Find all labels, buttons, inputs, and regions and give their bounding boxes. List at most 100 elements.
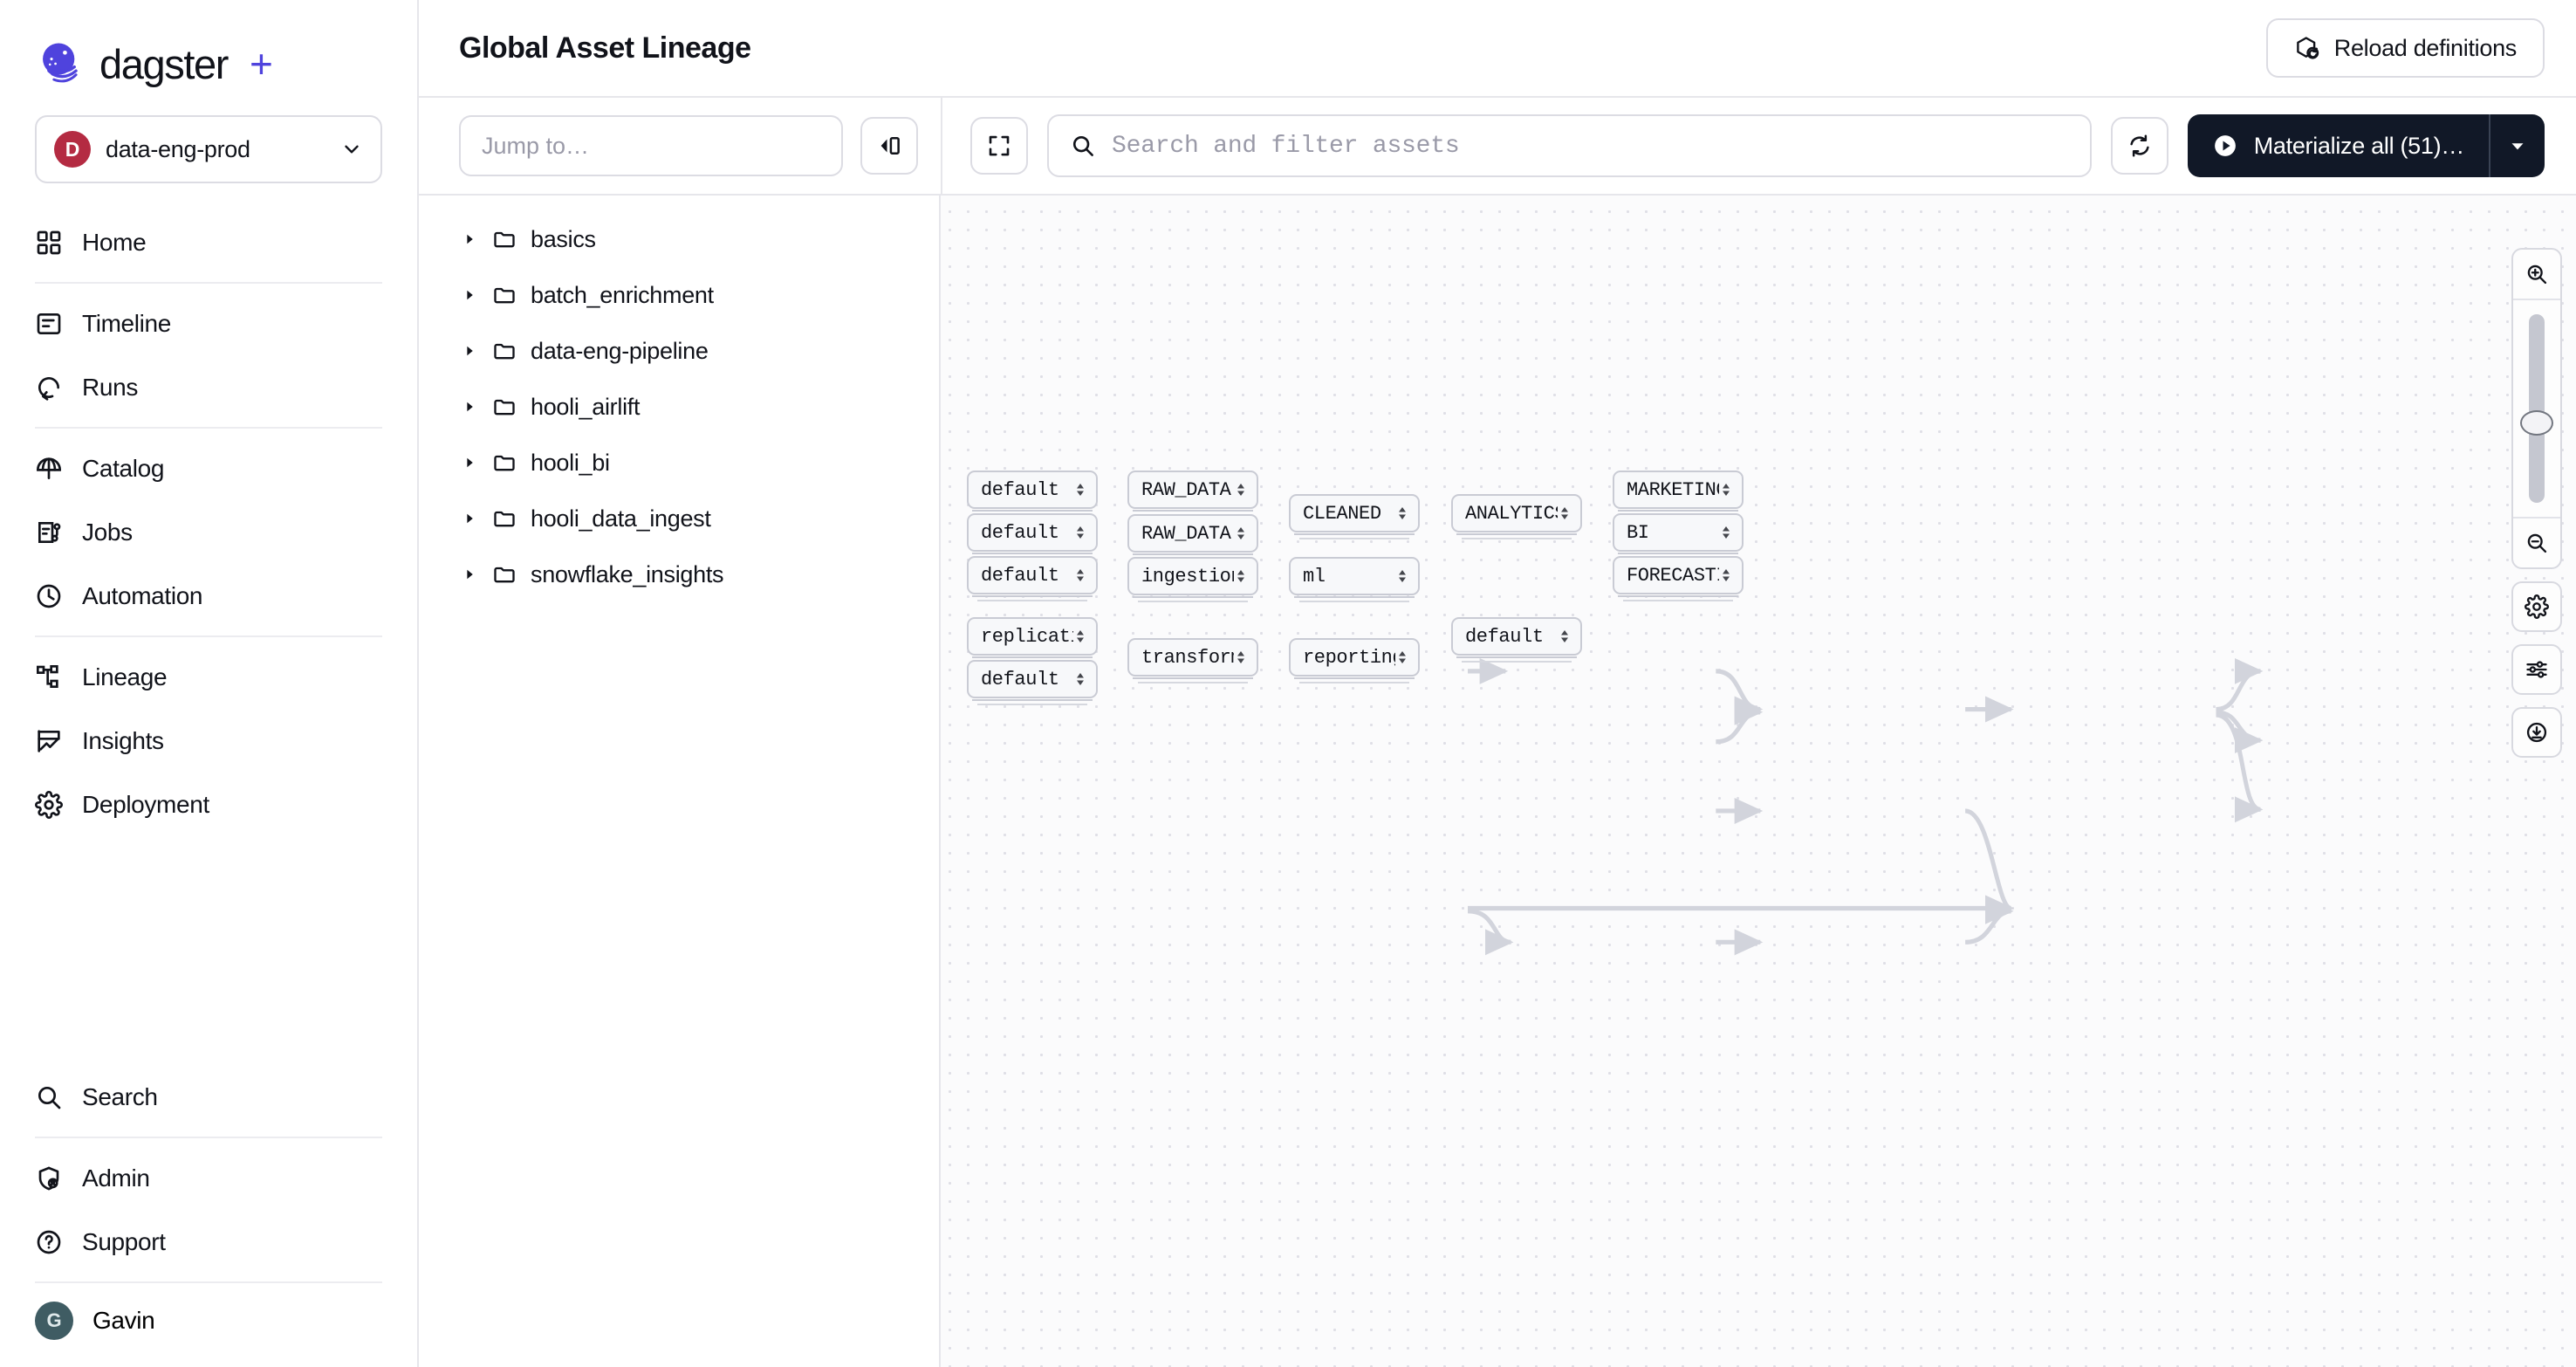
sidebar-item-timeline[interactable]: Timeline [0, 292, 417, 355]
graph-node-n5[interactable]: MARKETING [1613, 471, 1744, 509]
node-stack-shadow [1294, 596, 1415, 602]
graph-node-n7[interactable]: RAW_DATA [1127, 514, 1258, 553]
sidebar-item-runs[interactable]: Runs [0, 355, 417, 419]
play-icon [2214, 135, 2236, 156]
reload-definitions-button[interactable]: Reload definitions [2265, 18, 2545, 78]
chevron-right-icon[interactable] [461, 454, 478, 471]
sidebar-item-home[interactable]: Home [0, 210, 417, 274]
tree-item-batch-enrichment[interactable]: batch_enrichment [419, 267, 939, 323]
graph-node-n12[interactable]: FORECASTING [1613, 556, 1744, 594]
graph-node-n1[interactable]: default [967, 471, 1098, 509]
chevron-right-icon[interactable] [461, 566, 478, 583]
sidebar-item-admin[interactable]: Admin [0, 1146, 417, 1210]
fit-to-screen-button[interactable] [970, 117, 1028, 175]
node-label: MARKETING [1627, 478, 1719, 501]
tree-item-hooli-airlift[interactable]: hooli_airlift [419, 379, 939, 435]
sidebar-item-deployment[interactable]: Deployment [0, 773, 417, 836]
sidebar-item-catalog[interactable]: Catalog [0, 436, 417, 500]
graph-node-n15[interactable]: reporting [1289, 638, 1420, 677]
reload-cube-icon [2296, 37, 2319, 59]
chevron-right-icon[interactable] [461, 398, 478, 416]
node-label: default [981, 478, 1059, 501]
tree-item-hooli-bi[interactable]: hooli_bi [419, 435, 939, 491]
sidebar-item-jobs[interactable]: Jobs [0, 500, 417, 564]
zoom-out-button[interactable] [2513, 519, 2560, 567]
tree-item-hooli-data-ingest[interactable]: hooli_data_ingest [419, 491, 939, 546]
chevron-updown-icon[interactable] [1558, 626, 1572, 647]
graph-node-n14[interactable]: transformation [1127, 638, 1258, 677]
chevron-updown-icon[interactable] [1719, 522, 1733, 543]
chevron-updown-icon[interactable] [1073, 565, 1087, 586]
user-menu[interactable]: G Gavin [0, 1283, 417, 1358]
deployment-selector[interactable]: D data-eng-prod [35, 115, 382, 183]
sidebar-item-lineage[interactable]: Lineage [0, 645, 417, 709]
brand-logo-area[interactable]: dagster + [0, 0, 417, 115]
graph-node-n16[interactable]: default [1451, 617, 1582, 656]
graph-node-n10[interactable]: ingestion [1127, 557, 1258, 595]
graph-download-button[interactable] [2511, 707, 2562, 758]
chevron-updown-icon[interactable] [1073, 522, 1087, 543]
asset-graph-canvas[interactable]: basics batch_enrichment [419, 196, 2576, 1367]
folder-icon [492, 450, 517, 475]
node-stack-shadow [1133, 510, 1253, 516]
chevron-updown-icon[interactable] [1234, 647, 1248, 668]
tree-item-snowflake-insights[interactable]: snowflake_insights [419, 546, 939, 602]
tree-item-basics[interactable]: basics [419, 211, 939, 267]
graph-settings-button[interactable] [2511, 581, 2562, 632]
zoom-slider-thumb[interactable] [2520, 410, 2553, 436]
graph-node-n2[interactable]: RAW_DATA [1127, 471, 1258, 509]
graph-node-n4[interactable]: ANALYTICS [1451, 494, 1582, 532]
chevron-updown-icon[interactable] [1558, 503, 1572, 524]
node-label: default [1465, 625, 1544, 648]
nav-group-definitions: Catalog Jobs [0, 429, 417, 635]
chevron-updown-icon[interactable] [1073, 479, 1087, 500]
node-label: BI [1627, 521, 1649, 544]
chevron-updown-icon[interactable] [1234, 566, 1248, 587]
sidebar-item-support[interactable]: Support [0, 1210, 417, 1274]
chevron-updown-icon[interactable] [1395, 566, 1409, 587]
node-stack-shadow [1133, 553, 1253, 560]
sidebar-item-search[interactable]: Search [0, 1065, 417, 1129]
graph-node-n8[interactable]: BI [1613, 513, 1744, 552]
download-icon [2526, 722, 2547, 743]
graph-node-n11[interactable]: ml [1289, 557, 1420, 595]
question-circle-icon [35, 1228, 63, 1256]
asset-search-field[interactable] [1047, 114, 2092, 177]
clock-icon [35, 582, 63, 610]
materialize-dropdown-button[interactable] [2490, 114, 2545, 177]
nav-group-search: Search [0, 1057, 417, 1137]
chevron-updown-icon[interactable] [1719, 479, 1733, 500]
graph-node-n6[interactable]: default [967, 513, 1098, 552]
chevron-updown-icon[interactable] [1395, 647, 1409, 668]
graph-filters-button[interactable] [2511, 644, 2562, 695]
graph-node-n9[interactable]: default [967, 556, 1098, 594]
folder-icon [492, 283, 517, 307]
graph-node-n13[interactable]: replication [967, 617, 1098, 656]
zoom-in-button[interactable] [2513, 250, 2560, 299]
collapse-panel-button[interactable] [860, 117, 918, 175]
refresh-button[interactable] [2110, 117, 2168, 175]
chevron-right-icon[interactable] [461, 230, 478, 248]
tree-item-data-eng-pipeline[interactable]: data-eng-pipeline [419, 323, 939, 379]
nav-group-explore: Lineage Insights [0, 637, 417, 844]
search-input[interactable] [1112, 132, 2069, 160]
node-stack-shadow [1456, 533, 1577, 539]
materialize-all-button[interactable]: Materialize all (51)… [2187, 114, 2545, 177]
materialize-main[interactable]: Materialize all (51)… [2188, 114, 2489, 177]
sidebar-item-insights[interactable]: Insights [0, 709, 417, 773]
graph-node-n17[interactable]: default [967, 660, 1098, 698]
tree-item-label: hooli_bi [531, 449, 610, 476]
chevron-updown-icon[interactable] [1073, 626, 1087, 647]
zoom-slider[interactable] [2513, 300, 2560, 517]
chevron-updown-icon[interactable] [1073, 669, 1087, 690]
chevron-updown-icon[interactable] [1719, 565, 1733, 586]
chevron-right-icon[interactable] [461, 286, 478, 304]
chevron-right-icon[interactable] [461, 342, 478, 360]
chevron-updown-icon[interactable] [1395, 503, 1409, 524]
sidebar-item-automation[interactable]: Automation [0, 564, 417, 628]
chevron-updown-icon[interactable] [1234, 479, 1248, 500]
graph-node-n3[interactable]: CLEANED [1289, 494, 1420, 532]
jump-to-input[interactable] [459, 115, 843, 176]
chevron-updown-icon[interactable] [1234, 523, 1248, 544]
chevron-right-icon[interactable] [461, 510, 478, 527]
